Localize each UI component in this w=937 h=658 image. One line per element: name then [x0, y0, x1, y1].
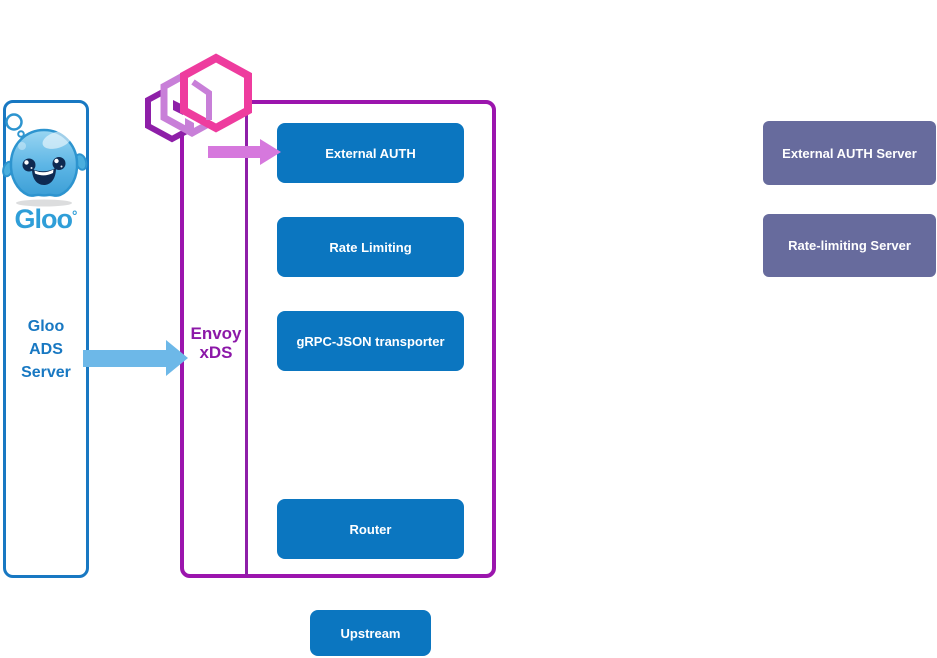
- gloo-mascot-icon: [2, 113, 88, 207]
- filter-external-auth-label: External AUTH: [325, 145, 416, 161]
- envoy-hexagon-cubes-icon: [145, 53, 252, 143]
- request-flow-arrow-shaft: [208, 146, 260, 158]
- rate-limiting-server-box: Rate-limiting Server: [763, 214, 936, 277]
- filter-router-box: Router: [277, 499, 464, 559]
- xds-config-arrow-shaft: [83, 350, 166, 367]
- gloo-wordmark-text: Gloo: [14, 204, 73, 234]
- xds-config-arrow: [83, 340, 188, 376]
- filter-router-label: Router: [349, 521, 392, 537]
- upstream-box: Upstream: [310, 610, 431, 656]
- filter-rate-limiting-label: Rate Limiting: [329, 239, 412, 255]
- envoy-label-line2: xDS: [199, 343, 233, 362]
- external-auth-server-label: External AUTH Server: [782, 145, 917, 161]
- upstream-label: Upstream: [340, 625, 401, 641]
- envoy-proxy-panel: [180, 100, 496, 578]
- filter-grpc-json-transporter-label: gRPC-JSON transporter: [296, 333, 445, 349]
- gloo-label-line2: ADS: [29, 341, 63, 358]
- xds-config-arrow-head: [166, 340, 188, 376]
- envoy-panel-divider: [245, 103, 248, 575]
- gloo-label-line3: Server: [21, 364, 71, 381]
- gloo-ads-server-label: Gloo ADS Server: [3, 315, 89, 384]
- gloo-wordmark: Gloo°: [3, 204, 89, 235]
- external-auth-server-box: External AUTH Server: [763, 121, 936, 185]
- request-flow-arrow: [208, 139, 281, 165]
- request-flow-arrow-head: [260, 139, 281, 165]
- rate-limiting-server-label: Rate-limiting Server: [788, 238, 911, 253]
- envoy-label-line1: Envoy: [190, 324, 242, 343]
- gloo-wordmark-degree: °: [72, 208, 78, 224]
- gloo-ads-server-panel: [3, 100, 89, 578]
- filter-external-auth-box: External AUTH: [277, 123, 464, 183]
- gloo-label-line1: Gloo: [27, 318, 65, 335]
- filter-rate-limiting-box: Rate Limiting: [277, 217, 464, 277]
- filter-grpc-json-transporter-box: gRPC-JSON transporter: [277, 311, 464, 371]
- envoy-xds-label: Envoy xDS: [180, 324, 252, 362]
